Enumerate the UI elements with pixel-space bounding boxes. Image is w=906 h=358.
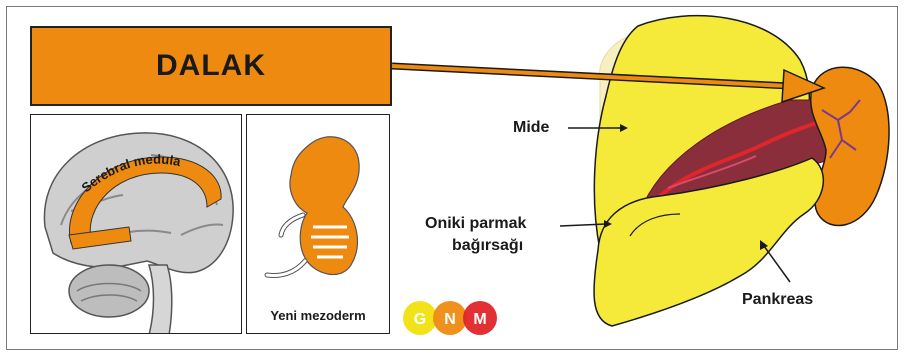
brain-illustration: Serebral medula [31, 115, 242, 334]
duodenum-label-line2: bağırsağı [452, 236, 523, 255]
title-box: DALAK [30, 26, 392, 106]
embryo-caption: Yeni mezoderm [247, 308, 389, 323]
gnm-logo: G N M [400, 298, 500, 338]
mide-label: Mide [513, 118, 549, 137]
embryo-body [290, 137, 359, 275]
brain-panel: Serebral medula [30, 114, 242, 334]
embryo-limbs-fill [267, 215, 305, 275]
pankreas-label: Pankreas [742, 290, 813, 309]
embryo-illustration [247, 115, 390, 305]
duodenum-label-line1: Oniki parmak [425, 214, 526, 233]
logo-letter-g: G [414, 311, 426, 328]
logo-letter-n: N [444, 311, 456, 328]
embryo-panel: Yeni mezoderm [246, 114, 390, 334]
title-text: DALAK [156, 49, 266, 83]
cerebellum-shape [69, 265, 149, 317]
logo-letter-m: M [473, 311, 486, 328]
brain-stem [149, 265, 172, 334]
